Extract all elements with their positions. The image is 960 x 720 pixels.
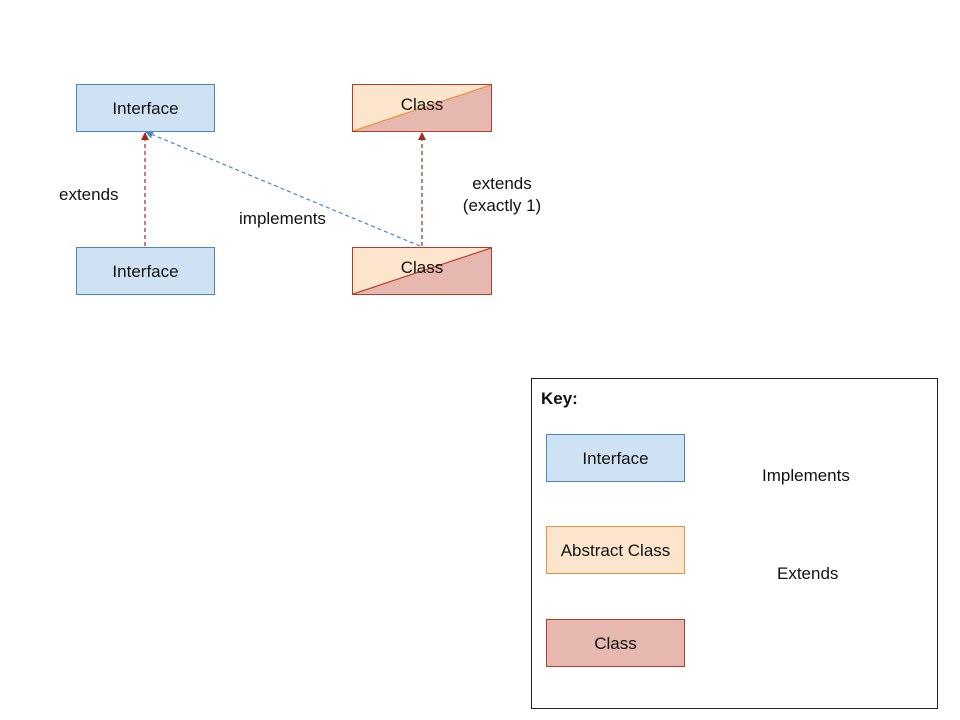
class-node-bottom: Class bbox=[352, 247, 492, 295]
interface-node-bottom-label: Interface bbox=[112, 261, 179, 281]
class-node-top: Class bbox=[352, 84, 492, 132]
class-implements-label: implements bbox=[239, 209, 326, 228]
key-abstract-class-label: Abstract Class bbox=[560, 540, 671, 560]
interface-node-top-label: Interface bbox=[112, 98, 179, 118]
class-node-top-label: Class bbox=[400, 95, 444, 114]
key-extends-label: Extends bbox=[777, 564, 839, 583]
abstract-class-split-shape bbox=[353, 85, 491, 131]
key-interface-label: Interface bbox=[582, 448, 649, 468]
class-node-bottom-label: Class bbox=[400, 258, 444, 277]
key-abstract-class-item: Abstract Class bbox=[546, 526, 685, 574]
key-class-item: Class bbox=[546, 619, 685, 667]
class-split-shape bbox=[353, 248, 491, 294]
key-title: Key: bbox=[541, 389, 578, 408]
class-extends-label-line1: extends bbox=[472, 174, 532, 193]
key-implements-label: Implements bbox=[762, 466, 850, 485]
interface-extends-label: extends bbox=[59, 185, 119, 204]
interface-node-bottom: Interface bbox=[76, 247, 215, 295]
key-interface-item: Interface bbox=[546, 434, 685, 482]
class-extends-label: extends (exactly 1) bbox=[456, 173, 548, 217]
key-panel: Key: Interface Abstract Class Class Impl… bbox=[531, 378, 938, 709]
class-extends-label-line2: (exactly 1) bbox=[462, 196, 542, 215]
interface-node-top: Interface bbox=[76, 84, 215, 132]
class-implements-arrow bbox=[145, 130, 421, 247]
key-class-label: Class bbox=[594, 633, 637, 653]
